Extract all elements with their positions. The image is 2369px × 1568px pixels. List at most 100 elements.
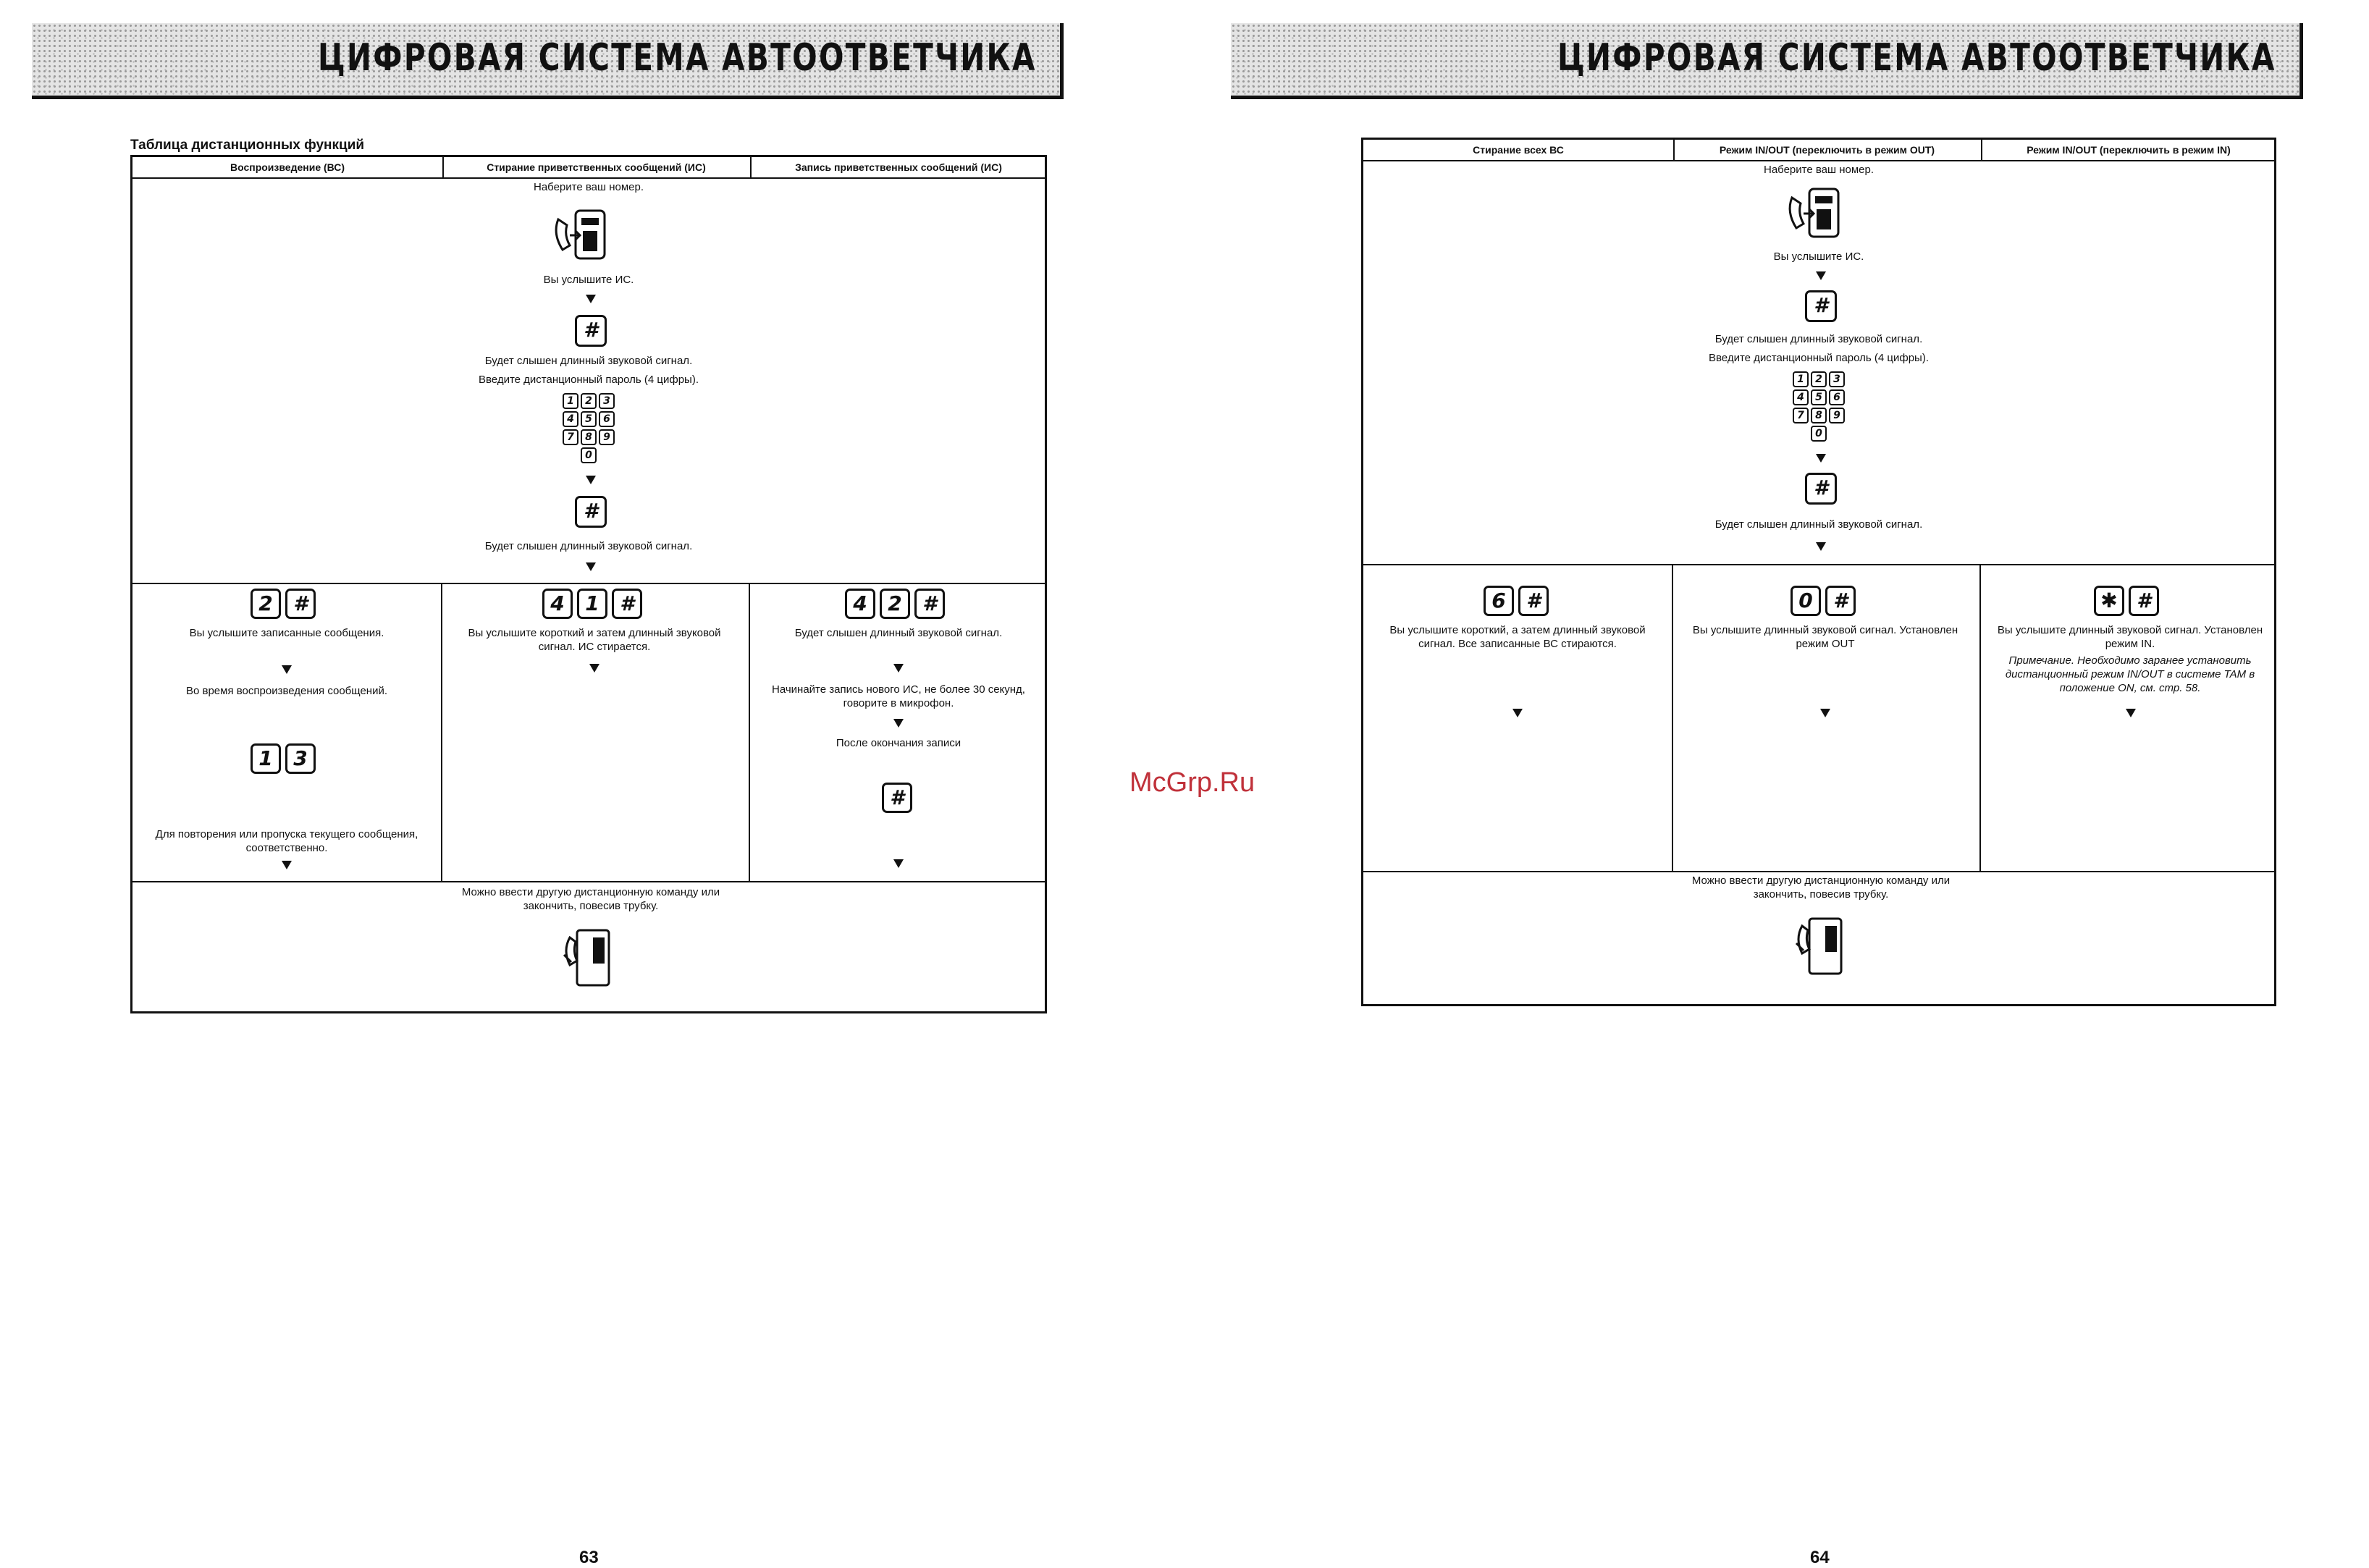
- right-common-steps-row: Наберите ваш номер. Вы услышите ИС. # Бу…: [1363, 160, 2274, 565]
- keypad-key-9: 9: [1829, 408, 1845, 423]
- arrow-down: [2126, 709, 2136, 717]
- mode-in-note: Примечание. Необходимо заранее установит…: [2005, 654, 2255, 694]
- key-hash: #: [285, 589, 316, 619]
- keypad: 1 2 3 4 5 6 7 8 9 0: [563, 393, 615, 463]
- arrow-down: [893, 719, 904, 728]
- left-function-row: 2 # Вы услышите записанные сообщения. Во…: [132, 583, 1045, 882]
- right-table-header: Стирание всех ВС Режим IN/OUT (переключи…: [1363, 140, 2274, 161]
- during-playback-text: Во время воспроизведения сообщений.: [185, 685, 387, 697]
- column-divider: [1979, 564, 1981, 871]
- keypad-key-5: 5: [1811, 389, 1827, 405]
- key-2: 2: [880, 589, 910, 619]
- dial-text: Наберите ваш номер.: [533, 181, 644, 193]
- key-6: 6: [1484, 586, 1514, 616]
- arrow-down: [1816, 271, 1826, 280]
- mode-in-text: Вы услышите длинный звуковой сигнал. Уст…: [1997, 624, 2263, 650]
- key-hash: #: [1518, 586, 1549, 616]
- arrow-down: [1816, 454, 1826, 463]
- arrow-down: [586, 295, 596, 303]
- right-col-header-1: Стирание всех ВС: [1363, 140, 1675, 160]
- keypad-key-7: 7: [1793, 408, 1809, 423]
- keypad-key-5: 5: [581, 411, 597, 427]
- keypad-key-6: 6: [599, 411, 615, 427]
- keypad-key-3: 3: [599, 393, 615, 409]
- arrow-down: [586, 476, 596, 484]
- left-header-title: ЦИФРОВАЯ СИСТЕМА АВТООТВЕТЧИКА: [318, 36, 1037, 80]
- key-hash: #: [882, 783, 912, 813]
- phone-dialing-icon: [1788, 187, 1840, 238]
- arrow-down: [586, 562, 596, 571]
- key-hash: #: [1805, 473, 1837, 505]
- left-col-header-3: Запись приветственных сообщений (ИС): [795, 161, 1002, 173]
- watermark-text: McGrp.Ru: [1129, 767, 1255, 798]
- keypad-key-9: 9: [599, 429, 615, 445]
- section-title: Таблица дистанционных функций: [130, 138, 365, 153]
- phone-dialing-icon: [555, 209, 606, 260]
- keypad-key-4: 4: [1793, 389, 1809, 405]
- erase-all-text: Вы услышите короткий, а затем длинный зв…: [1389, 624, 1646, 650]
- after-recording-text: После окончания записи: [836, 737, 962, 749]
- start-recording-text: Начинайте запись нового ИС, не более 30 …: [772, 683, 1025, 709]
- key-0: 0: [1791, 586, 1821, 616]
- keypad-key-4: 4: [563, 411, 578, 427]
- arrow-down: [893, 664, 904, 673]
- keypad-key-1: 1: [563, 393, 578, 409]
- keypad-key-2: 2: [581, 393, 597, 409]
- left-header-band: ЦИФРОВАЯ СИСТЕМА АВТООТВЕТЧИКА: [32, 23, 1064, 99]
- right-page-number: 64: [1810, 1548, 1830, 1567]
- arrow-down: [1512, 709, 1523, 717]
- right-header-title: ЦИФРОВАЯ СИСТЕМА АВТООТВЕТЧИКА: [1557, 36, 2276, 80]
- keypad-key-0: 0: [581, 447, 597, 463]
- key-star: ✱: [2094, 586, 2124, 616]
- key-3: 3: [285, 743, 316, 774]
- right-col-header-3: Режим IN/OUT (переключить в режим IN): [2027, 144, 2231, 156]
- hear-greeting-text: Вы услышите ИС.: [1773, 250, 1864, 263]
- left-page-number: 63: [579, 1548, 599, 1567]
- keypad-key-0: 0: [1811, 426, 1827, 442]
- hear-greeting-text: Вы услышите ИС.: [543, 274, 634, 286]
- key-hash: #: [1805, 290, 1837, 322]
- key-hash: #: [1825, 586, 1856, 616]
- keypad-key-8: 8: [1811, 408, 1827, 423]
- mode-out-text: Вы услышите длинный звуковой сигнал. Уст…: [1692, 624, 1958, 650]
- right-function-row: 6 # Вы услышите короткий, а затем длинны…: [1363, 564, 2274, 872]
- keypad: 1 2 3 4 5 6 7 8 9 0: [1793, 371, 1845, 442]
- key-2: 2: [251, 589, 281, 619]
- key-hash: #: [914, 589, 945, 619]
- left-footer-row: Можно ввести другую дистанционную команд…: [132, 881, 1045, 1011]
- column-divider: [1672, 564, 1673, 871]
- footer-text: Можно ввести другую дистанционную команд…: [461, 886, 720, 912]
- erase-greeting-text: Вы услышите короткий и затем длинный зву…: [468, 627, 721, 653]
- right-col-header-2: Режим IN/OUT (переключить в режим OUT): [1673, 140, 1982, 160]
- right-header-band: ЦИФРОВАЯ СИСТЕМА АВТООТВЕТЧИКА: [1231, 23, 2303, 99]
- key-1: 1: [577, 589, 607, 619]
- long-tone-text-2: Будет слышен длинный звуковой сигнал.: [484, 540, 693, 552]
- long-tone-text-2: Будет слышен длинный звуковой сигнал.: [1714, 518, 1923, 531]
- keypad-key-3: 3: [1829, 371, 1845, 387]
- arrow-down: [893, 859, 904, 868]
- enter-password-text: Введите дистанционный пароль (4 цифры).: [479, 374, 699, 386]
- column-divider: [749, 583, 750, 881]
- phone-hangup-icon: [563, 929, 610, 987]
- arrow-down: [1820, 709, 1830, 717]
- key-hash: #: [575, 315, 607, 347]
- keypad-key-1: 1: [1793, 371, 1809, 387]
- keypad-key-8: 8: [581, 429, 597, 445]
- left-table-header: Воспроизведение (ВС) Стирание приветстве…: [132, 157, 1045, 179]
- footer-text: Можно ввести другую дистанционную команд…: [1691, 874, 1951, 901]
- key-hash: #: [612, 589, 642, 619]
- key-4: 4: [845, 589, 875, 619]
- column-divider: [441, 583, 442, 881]
- key-1: 1: [251, 743, 281, 774]
- key-4: 4: [542, 589, 573, 619]
- left-col-header-2: Стирание приветственных сообщений (ИС): [442, 157, 752, 177]
- enter-password-text: Введите дистанционный пароль (4 цифры).: [1709, 352, 1929, 364]
- key-hash: #: [2129, 586, 2159, 616]
- phone-hangup-icon: [1795, 917, 1843, 975]
- left-common-steps-row: Наберите ваш номер. Вы услышите ИС. # Бу…: [132, 177, 1045, 584]
- left-remote-table: Воспроизведение (ВС) Стирание приветстве…: [130, 155, 1047, 1013]
- keypad-key-6: 6: [1829, 389, 1845, 405]
- key-hash: #: [575, 496, 607, 528]
- arrow-down: [589, 664, 599, 673]
- right-remote-table: Стирание всех ВС Режим IN/OUT (переключи…: [1361, 138, 2276, 1006]
